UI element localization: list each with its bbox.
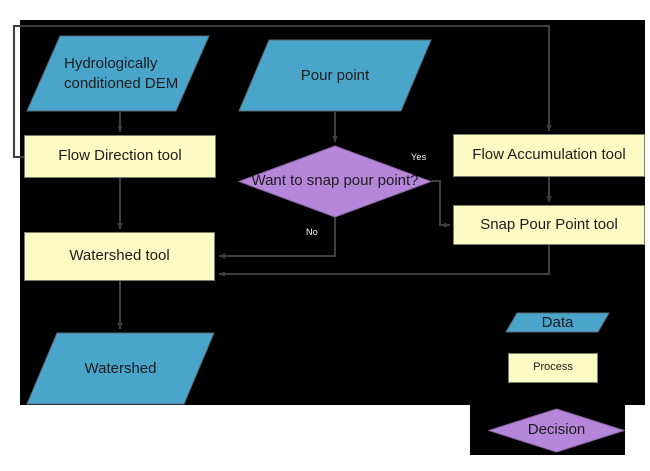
- node-label: Flow Accumulation tool: [472, 146, 626, 164]
- legend-item-decision: Decision: [488, 408, 625, 453]
- node-flow-direction-tool[interactable]: Flow Direction tool: [24, 135, 216, 178]
- legend-item-data: Data: [505, 312, 610, 333]
- node-label: Snap Pour Point tool: [480, 215, 618, 233]
- legend-label-process: Process: [533, 361, 573, 374]
- node-snap-pour-point-tool[interactable]: Snap Pour Point tool: [453, 205, 645, 245]
- legend-label-decision: Decision: [527, 421, 586, 439]
- node-hydrologically-conditioned-dem[interactable]: Hydrologically conditioned DEM: [26, 35, 210, 112]
- data-parallelogram-icon: [26, 35, 210, 112]
- data-parallelogram-icon: [26, 332, 215, 405]
- node-pour-point[interactable]: Pour point: [238, 39, 432, 112]
- node-label: Hydrologically conditioned DEM: [64, 55, 179, 92]
- node-label: Pour point: [300, 66, 370, 84]
- node-watershed-tool[interactable]: Watershed tool: [24, 232, 215, 281]
- decision-diamond-icon: [238, 145, 432, 218]
- edge-label-yes: Yes: [411, 152, 427, 162]
- edge-label-no: No: [306, 227, 318, 237]
- node-snap-decision[interactable]: Want to snap pour point?: [238, 145, 432, 218]
- legend-item-process: Process: [508, 353, 598, 383]
- node-label: Want to snap pour point?: [251, 172, 419, 190]
- node-label: Watershed: [84, 359, 157, 377]
- node-label: Flow Direction tool: [58, 147, 182, 165]
- decision-diamond-icon: [488, 408, 625, 453]
- node-watershed[interactable]: Watershed: [26, 332, 215, 405]
- data-parallelogram-icon: [238, 39, 432, 112]
- node-flow-accumulation-tool[interactable]: Flow Accumulation tool: [453, 134, 645, 177]
- node-label: Watershed tool: [69, 247, 170, 265]
- legend-label-data: Data: [541, 313, 574, 331]
- data-parallelogram-icon: [505, 312, 610, 333]
